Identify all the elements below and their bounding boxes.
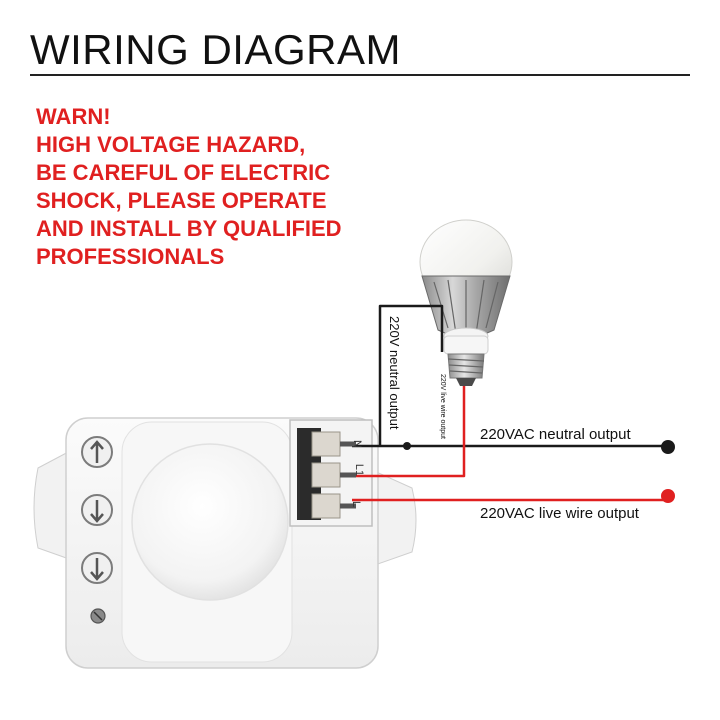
terminal-label-n: N xyxy=(350,440,363,448)
live-output-label: 220VAC live wire output xyxy=(480,505,639,522)
terminal-label-l: L xyxy=(350,500,363,508)
vertical-neutral-label: 220V neutral output xyxy=(387,316,402,430)
warning-line: HIGH VOLTAGE HAZARD, xyxy=(36,132,306,157)
warning-text: WARN! HIGH VOLTAGE HAZARD, BE CAREFUL OF… xyxy=(36,103,342,271)
arrow-up-knob-icon xyxy=(81,436,113,468)
bulb-contact xyxy=(456,378,476,386)
terminal-clamp-l1 xyxy=(311,462,341,488)
neutral-wire-to-bulb xyxy=(378,304,444,446)
warning-line: WARN! xyxy=(36,104,111,129)
warning-line: AND INSTALL BY QUALIFIED xyxy=(36,216,342,241)
warning-line: SHOCK, PLEASE OPERATE xyxy=(36,188,327,213)
screw-icon xyxy=(90,608,106,624)
warning-line: PROFESSIONALS xyxy=(36,244,225,269)
title-divider xyxy=(30,74,690,76)
mounting-tab-left xyxy=(33,449,73,561)
vertical-live-label: 220V live wire output xyxy=(439,374,446,439)
neutral-endpoint-dot xyxy=(661,440,675,454)
diagram-title: WIRING DIAGRAM xyxy=(30,26,401,73)
arrow-down-knob-icon xyxy=(81,494,113,526)
wiring xyxy=(340,304,675,509)
terminal-clamp-l xyxy=(311,493,341,519)
sensor-lens xyxy=(131,443,289,601)
sensor-module xyxy=(33,417,417,669)
neutral-output-label: 220VAC neutral output xyxy=(480,426,631,443)
arrow-down-knob-icon xyxy=(81,552,113,584)
warning-line: BE CAREFUL OF ELECTRIC xyxy=(36,160,331,185)
live-endpoint-dot xyxy=(661,489,675,503)
terminal-clamp-n xyxy=(311,431,341,457)
light-bulb xyxy=(419,219,513,386)
live-wire-to-bulb xyxy=(352,386,466,478)
neutral-junction-dot xyxy=(403,442,411,450)
mounting-tab-right xyxy=(371,469,417,567)
terminal-label-l1: L1 xyxy=(353,463,366,477)
